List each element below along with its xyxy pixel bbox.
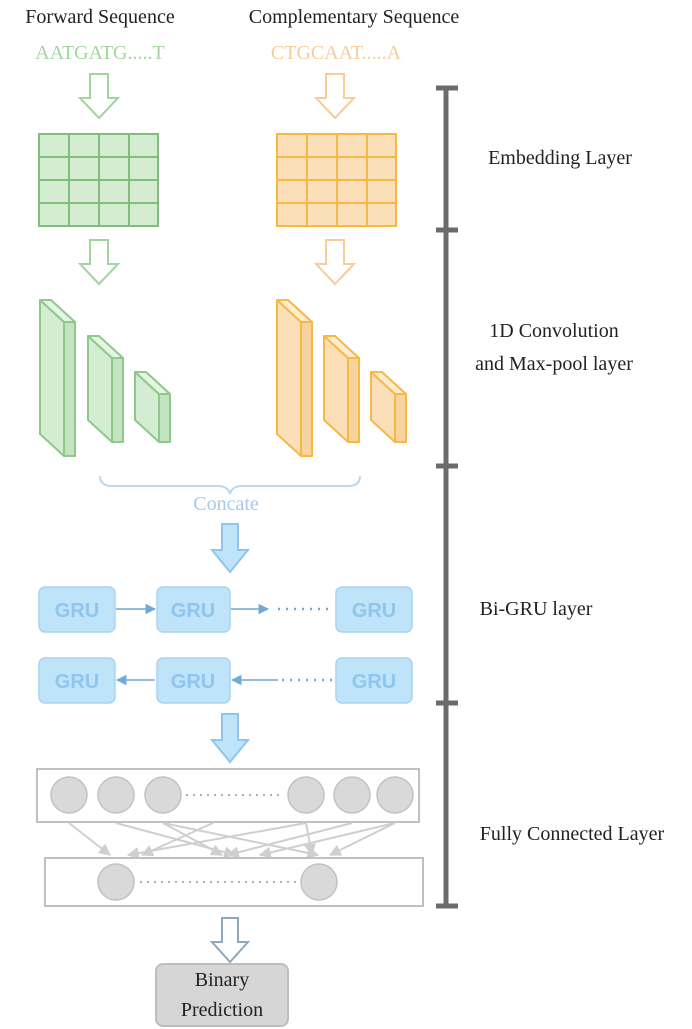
complementary-sequence-value: CTGCAAT.....A bbox=[271, 42, 402, 64]
gru-cell-label: GRU bbox=[55, 671, 99, 693]
fc-node bbox=[97, 863, 135, 901]
fc-to-output-arrow bbox=[209, 917, 251, 964]
conv-layer-label-line1: 1D Convolution bbox=[489, 320, 618, 342]
output-label-line2: Prediction bbox=[181, 999, 263, 1021]
forward-conv-arrow bbox=[77, 239, 121, 286]
gru-to-fc-arrow bbox=[209, 713, 251, 764]
fc-node bbox=[300, 863, 338, 901]
gru-cell bbox=[156, 586, 231, 633]
binary-prediction-box: Binary Prediction bbox=[155, 963, 289, 1027]
fc-connections bbox=[68, 822, 396, 859]
complementary-conv-blocks bbox=[276, 299, 407, 457]
fc-node bbox=[376, 776, 414, 814]
concat-label: Concate bbox=[193, 493, 259, 515]
fc-node bbox=[50, 776, 88, 814]
gru-cell-label: GRU bbox=[352, 600, 396, 622]
fc-node bbox=[333, 776, 371, 814]
layer-bracket bbox=[436, 85, 458, 909]
gru-cell bbox=[335, 586, 413, 633]
complementary-conv-block-2 bbox=[323, 335, 360, 443]
output-label-line1: Binary bbox=[195, 969, 249, 991]
complementary-sequence-title: Complementary Sequence bbox=[249, 6, 460, 28]
gru-cell bbox=[38, 657, 116, 704]
forward-conv-blocks bbox=[39, 299, 171, 457]
fc-node bbox=[287, 776, 325, 814]
bigru-layer-label: Bi-GRU layer bbox=[480, 598, 593, 620]
gru-cell-label: GRU bbox=[55, 600, 99, 622]
gru-cell bbox=[38, 586, 116, 633]
forward-conv-block-3 bbox=[134, 371, 171, 443]
fc-layer-label: Fully Connected Layer bbox=[480, 823, 665, 845]
forward-embedding-grid bbox=[38, 133, 159, 227]
fc-input-layer bbox=[36, 768, 420, 823]
embedding-layer-label: Embedding Layer bbox=[488, 147, 632, 169]
gru-cell bbox=[156, 657, 231, 704]
forward-input-arrow bbox=[77, 73, 121, 120]
forward-conv-block-1 bbox=[39, 299, 76, 457]
fc-node bbox=[144, 776, 182, 814]
gru-cell-label: GRU bbox=[171, 671, 215, 693]
forward-sequence-title: Forward Sequence bbox=[25, 6, 175, 28]
complementary-input-arrow bbox=[313, 73, 357, 120]
fc-node bbox=[97, 776, 135, 814]
complementary-embedding-grid bbox=[276, 133, 397, 227]
concat-to-gru-arrow bbox=[209, 523, 251, 574]
forward-conv-block-2 bbox=[87, 335, 124, 443]
gru-cell bbox=[335, 657, 413, 704]
fc-output-layer bbox=[44, 857, 424, 907]
complementary-conv-block-1 bbox=[276, 299, 313, 457]
forward-sequence-value: AATGATG.....T bbox=[35, 42, 164, 64]
conv-layer-label-line2: and Max-pool layer bbox=[475, 353, 633, 375]
gru-forward-row: GRU GRU GRU bbox=[38, 586, 413, 633]
gru-cell-label: GRU bbox=[171, 600, 215, 622]
gru-cell-label: GRU bbox=[352, 671, 396, 693]
complementary-conv-block-3 bbox=[370, 371, 407, 443]
concat-brace bbox=[99, 475, 361, 495]
gru-backward-row: GRU GRU GRU bbox=[38, 657, 413, 704]
complementary-conv-arrow bbox=[313, 239, 357, 286]
